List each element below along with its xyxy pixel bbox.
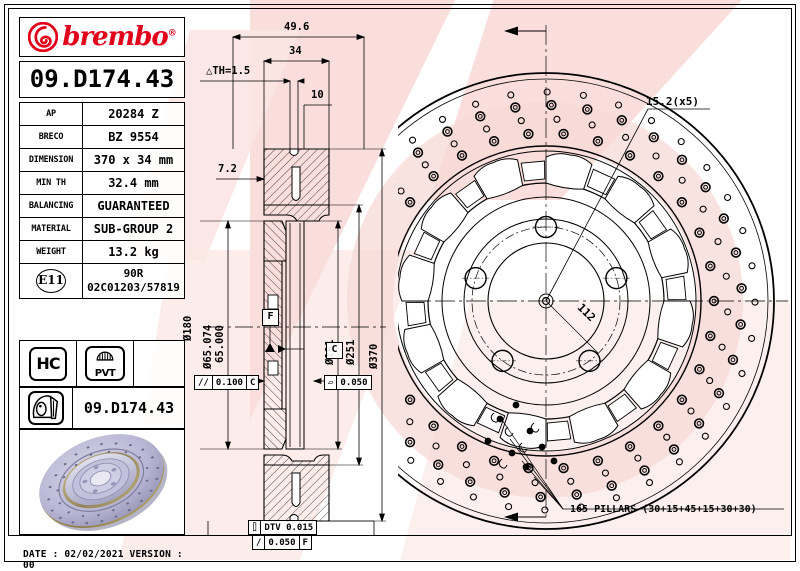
- spec-key: AP: [19, 102, 83, 126]
- part-number-repeat-box: 09.D174.43: [19, 387, 185, 429]
- e11-approval-mark: E11: [19, 263, 83, 299]
- part-number-repeat: 09.D174.43: [83, 399, 175, 417]
- dim-hat-diameter: Ø180: [182, 315, 194, 341]
- fcf-flatness: ▱ 0.050: [324, 375, 372, 390]
- spec-key: WEIGHT: [19, 240, 83, 264]
- page-border-outer: [4, 4, 796, 562]
- fcf-symbol: //: [195, 376, 213, 389]
- hc-badge-cell: HC: [20, 341, 77, 386]
- spec-key: BALANCING: [19, 194, 83, 218]
- dim-top-groove: 10: [311, 89, 324, 101]
- table-row: DIMENSION 370 x 34 mm: [19, 148, 185, 172]
- brake-disc-glyph: [32, 395, 59, 420]
- certification-badges: HC PVT: [19, 340, 185, 387]
- spec-value: 370 x 34 mm: [82, 148, 185, 172]
- pvt-rays-icon: [96, 351, 114, 361]
- cross-section-view: 49.6 34 △TH=1.5 10 7.2 Ø180 Ø65.074 65.0…: [182, 9, 398, 550]
- spec-key: MIN TH: [19, 171, 83, 195]
- table-row: WEIGHT 13.2 kg: [19, 240, 185, 264]
- homologation-line2: 02C01203/57819: [87, 281, 180, 294]
- spec-value: SUB-GROUP 2: [82, 217, 185, 241]
- table-row: MIN TH 32.4 mm: [19, 171, 185, 195]
- part-number-box: 09.D174.43: [19, 61, 185, 98]
- dim-disc-width: 34: [289, 45, 302, 57]
- part-number: 09.D174.43: [29, 65, 175, 93]
- dim-bore-lower: 65.000: [214, 325, 226, 363]
- spec-value: 20284 Z: [82, 102, 185, 126]
- brembo-logo-icon: [28, 22, 59, 52]
- disc-badge-cell: [20, 388, 73, 428]
- homologation-line1: 90R: [123, 267, 144, 281]
- brake-disc-icon: [28, 391, 64, 425]
- fcf-parallelism: // 0.100 C: [194, 375, 260, 390]
- fcf-tolerance: 0.100: [213, 376, 247, 389]
- product-photo: [19, 429, 185, 535]
- pvt-badge: PVT: [85, 346, 125, 381]
- fcf-datum: F: [302, 537, 308, 548]
- dim-delta-th: △TH=1.5: [206, 65, 251, 77]
- dim-outer-diameter: Ø370: [368, 343, 380, 369]
- spec-value: 32.4 mm: [82, 171, 185, 195]
- fcf-dtv-label: DTV 0.015: [264, 522, 314, 533]
- dim-overall-width: 49.6: [284, 21, 310, 33]
- bolt-hole-callout: 15.2(x5): [646, 95, 699, 108]
- fcf-runout: / 0.050 F: [252, 535, 312, 550]
- pvt-label: PVT: [94, 368, 116, 379]
- spec-value: 13.2 kg: [82, 240, 185, 264]
- hc-badge: HC: [29, 346, 67, 381]
- table-row: AP 20284 Z: [19, 102, 185, 126]
- pvt-badge-cell: PVT: [77, 341, 134, 386]
- table-row: BALANCING GUARANTEED: [19, 194, 185, 218]
- dim-mid-diameter: Ø251: [345, 339, 357, 365]
- datum-f: F: [262, 309, 279, 326]
- spec-value: BZ 9554: [82, 125, 185, 149]
- spec-key: MATERIAL: [19, 217, 83, 241]
- fcf-symbol: ⌷: [249, 521, 262, 534]
- brand-wordmark: brembo®: [62, 22, 176, 52]
- page-border-inner: [8, 8, 792, 536]
- specification-table: AP 20284 Z BRECO BZ 9554 DIMENSION 370 x…: [19, 102, 185, 299]
- badge-empty-cell: [134, 341, 186, 386]
- table-row: MATERIAL SUB-GROUP 2: [19, 217, 185, 241]
- dim-offset: 7.2: [218, 163, 237, 175]
- face-view: 15.2(x5) 112 165 PILLARS (30+15+45+15+30…: [317, 9, 792, 536]
- table-row: BRECO BZ 9554: [19, 125, 185, 149]
- fcf-symbol: /: [253, 536, 266, 549]
- spec-key: DIMENSION: [19, 148, 83, 172]
- fcf-symbol: ▱: [325, 376, 338, 389]
- rotor-photo-image: [20, 430, 184, 534]
- fcf-tolerance: 0.050: [340, 377, 368, 388]
- e11-label: E11: [36, 269, 66, 293]
- spec-key: BRECO: [19, 125, 83, 149]
- datum-c: C: [326, 342, 343, 359]
- dim-bore-upper: Ø65.074: [202, 324, 214, 369]
- disc-face-drawing: [317, 25, 788, 530]
- fcf-dtv: ⌷ DTV 0.015: [248, 520, 318, 535]
- homologation-number: 90R 02C01203/57819: [82, 263, 185, 299]
- fcf-tolerance: 0.050: [265, 536, 300, 549]
- fcf-datum: C: [249, 377, 256, 388]
- cross-section-drawing: [200, 34, 386, 550]
- info-panel: brembo® 09.D174.43 AP 20284 Z BRECO BZ 9…: [9, 9, 185, 571]
- spec-value: GUARANTEED: [82, 194, 185, 218]
- table-row: E11 90R 02C01203/57819: [19, 263, 185, 299]
- pillars-callout: 165 PILLARS (30+15+45+15+30+30): [570, 504, 757, 515]
- footer-date-version: DATE : 02/02/2021 VERSION : 00: [23, 549, 183, 571]
- brand-logo: brembo®: [19, 17, 185, 57]
